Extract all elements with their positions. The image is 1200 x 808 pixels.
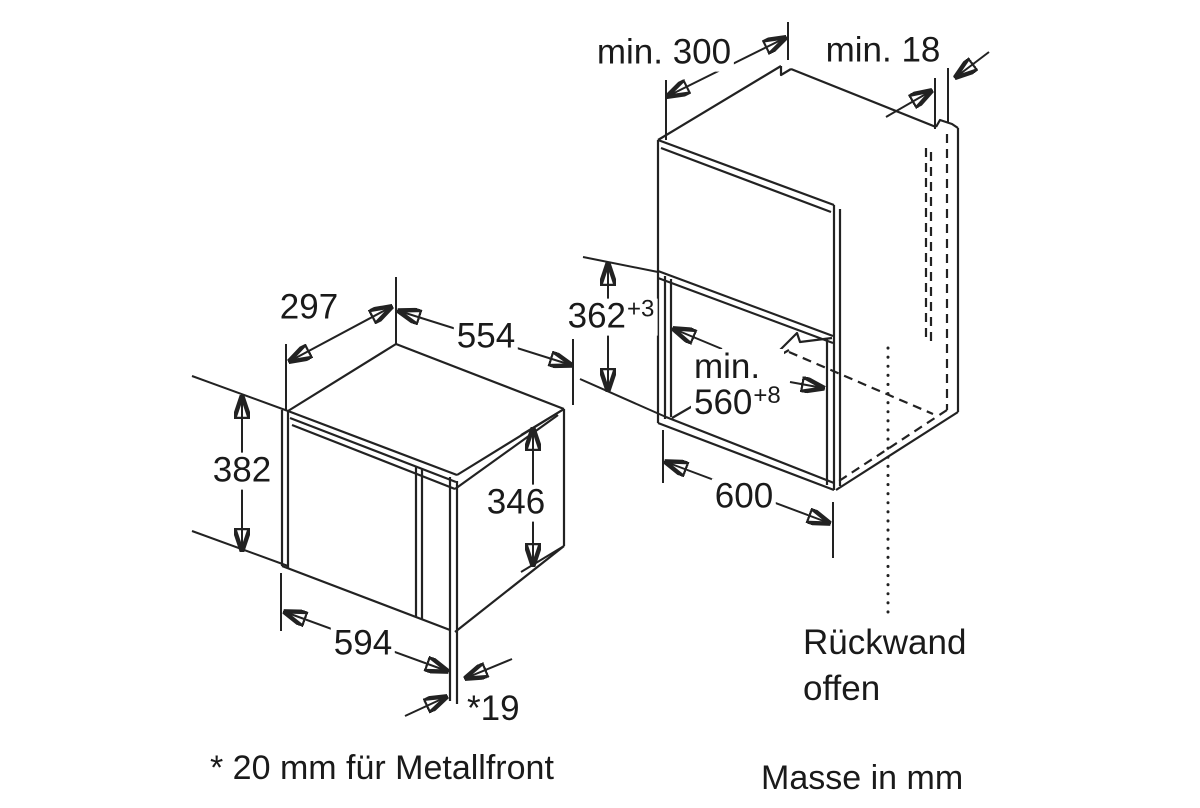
footnote-text: * 20 mm für Metallfront <box>210 749 554 787</box>
dim-label-body-width: 554 <box>453 318 519 356</box>
niche-width-value: 560 <box>694 383 753 422</box>
dim-label-min-depth: min. 300 <box>593 34 735 72</box>
niche-width-prefix: min. <box>694 347 761 386</box>
cabinet-hidden-edges <box>788 134 949 482</box>
dim-label-front-offset: *19 <box>464 690 523 728</box>
dim-label-cabinet-width: 600 <box>711 478 777 516</box>
niche-height-value: 362 <box>567 296 627 336</box>
niche-height-tolerance: +3 <box>627 295 655 323</box>
back-open-line2: offen <box>803 669 881 708</box>
niche-width-tolerance: +8 <box>753 382 781 409</box>
dim-label-niche-height: 362+3 <box>564 295 658 336</box>
niche-width-row: 560+8 <box>694 382 781 425</box>
dim-label-depth: 297 <box>276 289 342 327</box>
dim-label-niche-width: min. 560+8 <box>691 349 784 425</box>
cabinet-dimension-lines <box>579 22 990 558</box>
appliance-dimension-lines <box>191 277 573 717</box>
cabinet-outline <box>656 65 960 492</box>
dim-label-front-height: 382 <box>209 452 275 490</box>
appliance-outline <box>280 342 566 704</box>
back-open-label: Rückwand offen <box>800 620 969 712</box>
dim-label-min-wall: min. 18 <box>822 32 944 70</box>
dim-label-body-height: 346 <box>483 484 549 522</box>
units-note: Masse in mm <box>761 759 964 797</box>
back-open-line1: Rückwand <box>803 623 967 662</box>
dim-label-front-width: 594 <box>330 625 396 663</box>
